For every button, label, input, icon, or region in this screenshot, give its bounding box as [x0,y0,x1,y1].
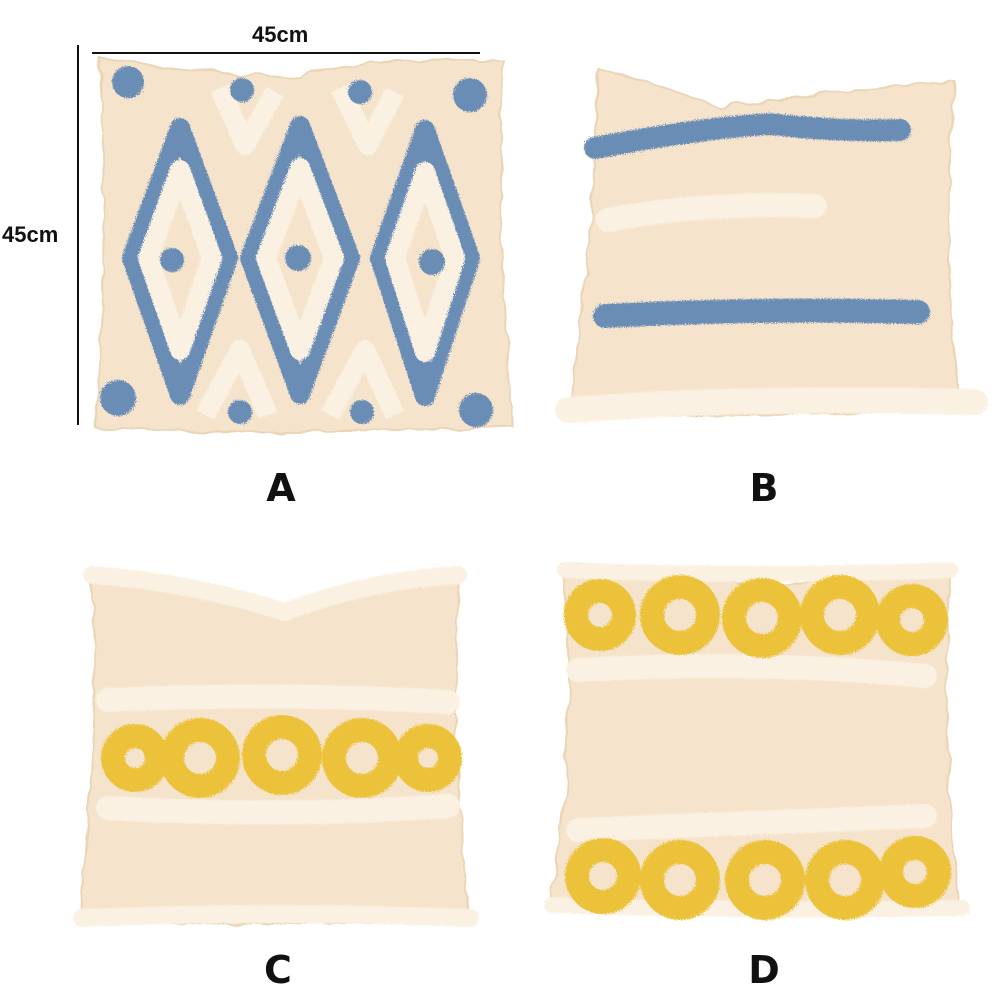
pillow-c [73,566,479,927]
option-label-b: B [749,466,779,510]
pillow-d [544,562,970,920]
pillow-b [555,66,988,423]
height-label: 45cm [2,222,59,247]
dimension-lines [77,45,480,425]
option-label-c: C [264,948,292,992]
option-label-d: D [748,948,780,992]
pillow-a [94,56,514,433]
option-label-a: A [266,466,296,510]
width-label: 45cm [252,22,309,47]
